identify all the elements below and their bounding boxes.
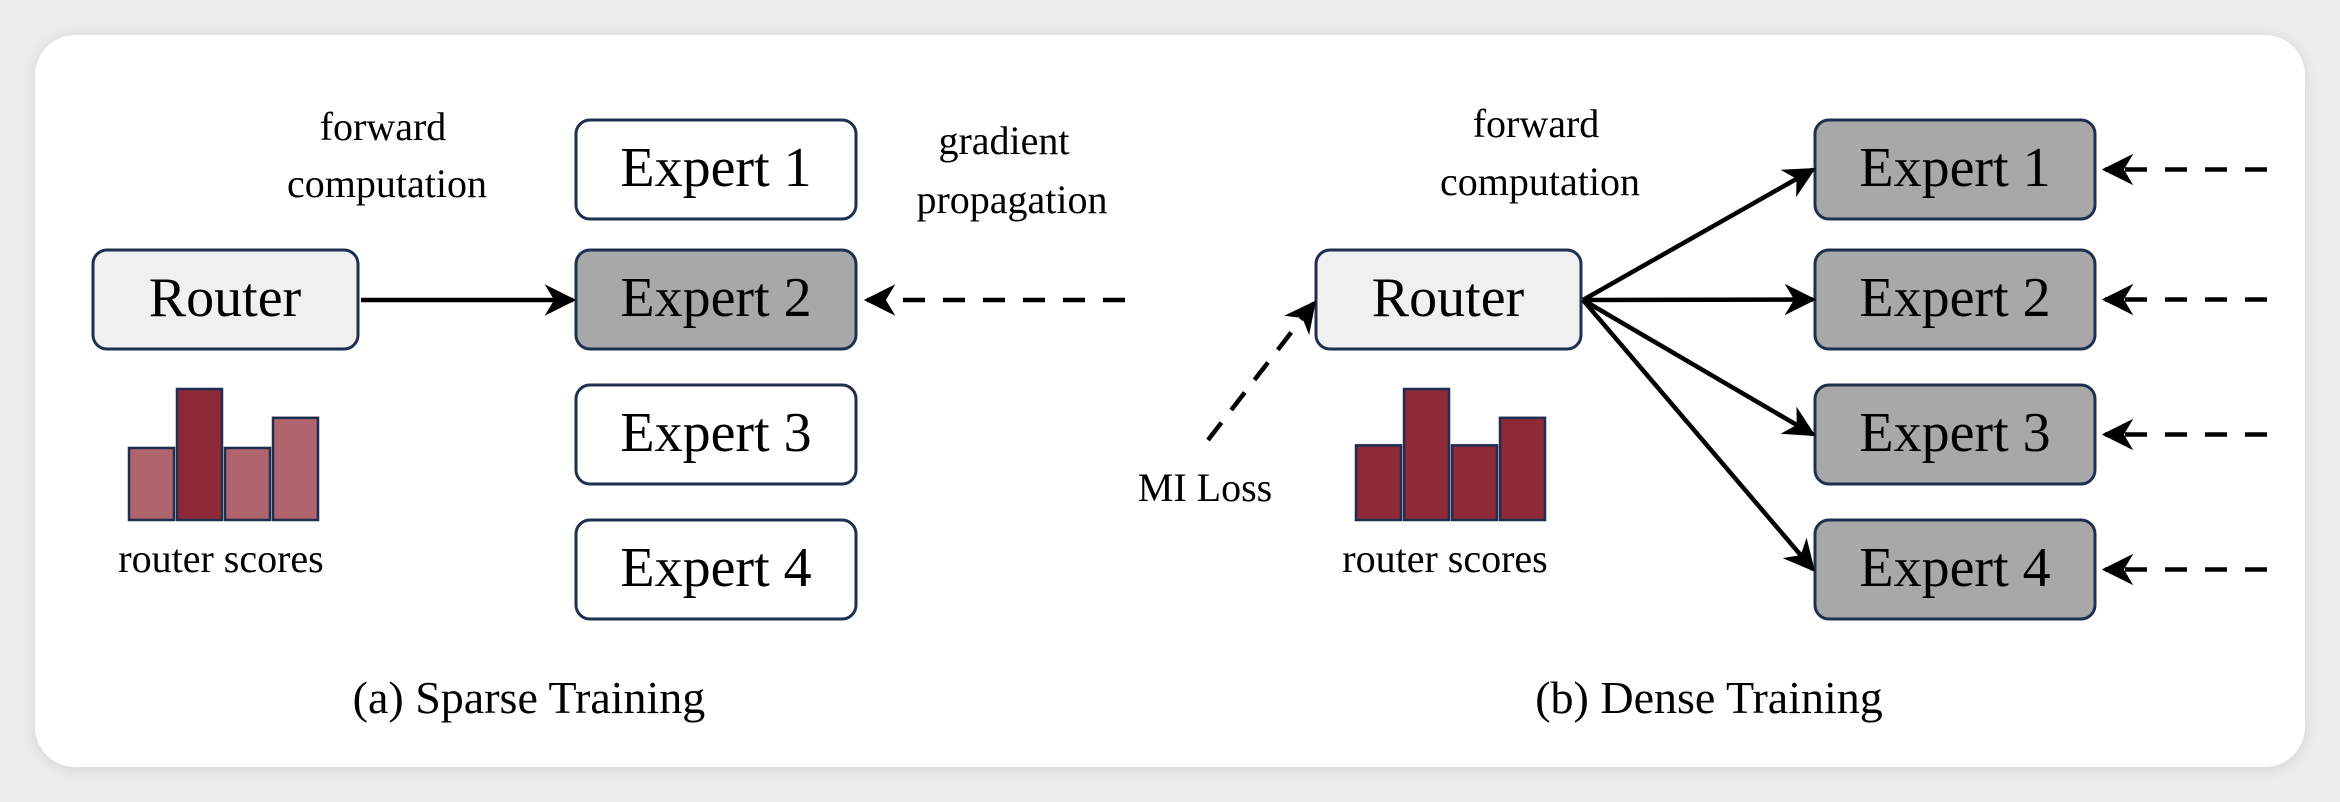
- gradient-label-line1: gradient: [938, 118, 1069, 163]
- a-expert-3: Expert 3: [574, 383, 858, 486]
- panel-dense-training: forward computation Router router scores…: [1138, 101, 2267, 723]
- mi-loss-label: MI Loss: [1138, 465, 1272, 510]
- caption-b: (b) Dense Training: [1535, 672, 1883, 723]
- b-forward-arrow-1: [1581, 167, 1816, 302]
- experts-column-a: Expert 1 Expert 2 Expert 3 Expert 4: [574, 118, 858, 621]
- b-forward-arrow-2: [1582, 283, 1817, 316]
- b-expert-1: Expert 1: [1813, 118, 2097, 221]
- a-score-bar-1: [127, 446, 176, 522]
- panel-sparse-training: forward computation Router router scores…: [91, 104, 1125, 723]
- b-forward-arrow-4: [1581, 298, 1816, 572]
- gradient-arrows-b: [2101, 153, 2267, 586]
- router-scores-bars-b: [1354, 387, 1547, 522]
- figure-card: forward computation Router router scores…: [35, 35, 2305, 767]
- a-expert-2-label: Expert 2: [620, 267, 811, 329]
- a-expert-1-box: [574, 118, 858, 221]
- forward-label-b-line2: computation: [1440, 159, 1640, 204]
- b-expert-4-label: Expert 4: [1859, 537, 2050, 599]
- b-expert-3-label: Expert 3: [1859, 402, 2050, 464]
- router-scores-bars-a: [127, 387, 320, 522]
- b-expert-1-label: Expert 1: [1859, 137, 2050, 199]
- router-box-b-rect: [1314, 248, 1583, 351]
- router-label-a: Router: [149, 267, 302, 329]
- b-score-bar-2: [1402, 387, 1451, 522]
- a-score-bar-4: [271, 416, 320, 522]
- router-label-b: Router: [1372, 267, 1525, 329]
- b-score-bar-3: [1450, 444, 1499, 522]
- b-score-bar-1: [1354, 444, 1403, 522]
- b-expert-2: Expert 2: [1813, 248, 2097, 351]
- router-scores-label-a: router scores: [118, 536, 323, 581]
- router-box-a-rect: [91, 248, 360, 351]
- router-scores-label-b: router scores: [1342, 536, 1547, 581]
- b-expert-4: Expert 4: [1813, 518, 2097, 621]
- a-expert-4-box: [574, 518, 858, 621]
- moe-training-diagram: forward computation Router router scores…: [91, 101, 2267, 723]
- router-box-b: Router: [1314, 248, 1583, 351]
- mi-loss-arrow: [1206, 300, 1316, 442]
- forward-arrows-b: [1581, 167, 1817, 572]
- a-expert-3-box: [574, 383, 858, 486]
- forward-label-a-line2: computation: [287, 161, 487, 206]
- a-expert-4: Expert 4: [574, 518, 858, 621]
- forward-label-a-line1: forward: [320, 104, 447, 149]
- b-score-bar-4: [1498, 416, 1547, 522]
- a-expert-1-label: Expert 1: [620, 137, 811, 199]
- a-expert-4-label: Expert 4: [620, 537, 811, 599]
- gradient-label-line2: propagation: [916, 177, 1107, 222]
- caption-a: (a) Sparse Training: [353, 672, 706, 723]
- b-forward-arrow-3: [1581, 298, 1816, 437]
- a-expert-2: Expert 2: [574, 248, 858, 351]
- b-expert-2-label: Expert 2: [1859, 267, 2050, 329]
- router-box-a: Router: [91, 248, 360, 351]
- forward-label-b-line1: forward: [1473, 101, 1600, 146]
- a-score-bar-2: [175, 387, 224, 522]
- b-expert-3: Expert 3: [1813, 383, 2097, 486]
- a-expert-1: Expert 1: [574, 118, 858, 221]
- a-score-bar-3: [223, 446, 272, 522]
- experts-column-b: Expert 1 Expert 2 Expert 3 Expert 4: [1813, 118, 2097, 621]
- a-expert-3-label: Expert 3: [620, 402, 811, 464]
